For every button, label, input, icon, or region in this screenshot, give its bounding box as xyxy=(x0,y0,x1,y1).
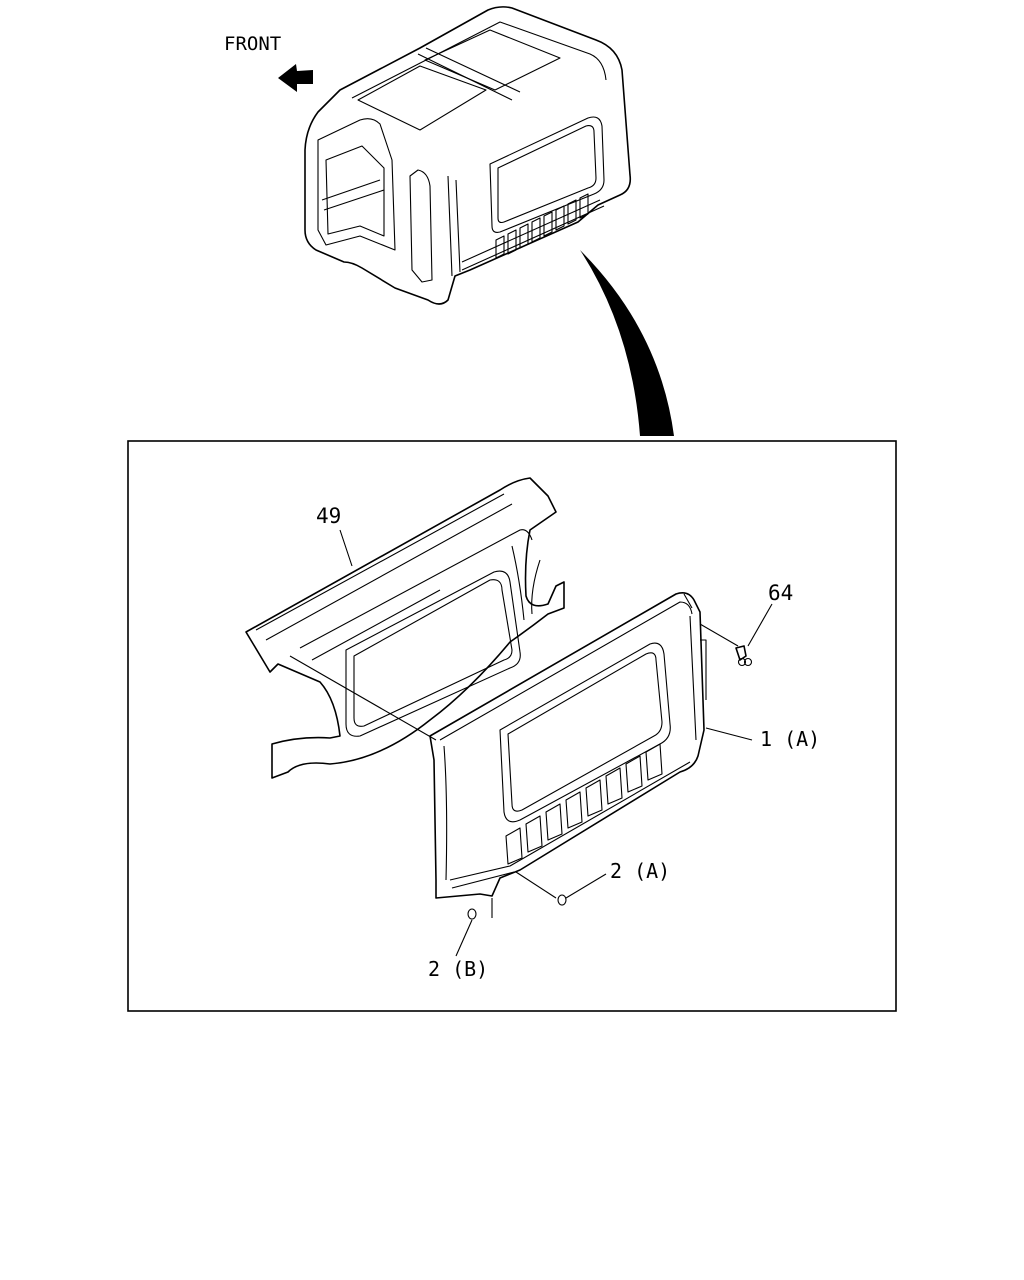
cab-window-outer xyxy=(489,116,605,233)
detail-frame xyxy=(127,440,897,1012)
panel-49-window-inner xyxy=(353,579,513,727)
panel-1a-side-edge xyxy=(443,615,697,881)
cab-overview: FRONT xyxy=(224,6,632,305)
part-2a-plug xyxy=(557,894,567,906)
panel-49-mid-rib xyxy=(299,529,533,661)
leader-49 xyxy=(339,529,353,567)
panel-1a-window-inner xyxy=(507,652,663,812)
front-opening xyxy=(317,118,396,251)
panel-49-window-outer xyxy=(345,570,521,737)
roof-rib xyxy=(417,47,521,101)
label-part-49: 49 xyxy=(316,504,341,528)
part-1a-panel xyxy=(429,592,707,899)
label-part-2b: 2 (B) xyxy=(428,957,488,981)
roof-panel xyxy=(357,65,487,131)
clip-64-ring-1 xyxy=(737,657,747,667)
part-64-clip xyxy=(699,623,753,667)
leader-1a xyxy=(705,727,753,741)
clip-64-body xyxy=(735,645,747,661)
label-part-64: 64 xyxy=(768,581,793,605)
cab-vents xyxy=(495,193,589,259)
front-crossbar xyxy=(321,179,385,211)
cab-shell-outline xyxy=(304,6,632,305)
cab-rocker xyxy=(461,199,605,271)
front-opening-inner xyxy=(325,145,385,237)
callout-wedge xyxy=(580,250,674,436)
cab-window-inner xyxy=(497,125,597,224)
front-label: FRONT xyxy=(224,33,281,55)
part-49-panel xyxy=(245,477,565,779)
panel-1a-corner xyxy=(683,593,707,700)
panel-49-top-rib xyxy=(255,493,513,641)
panel-1a-vents xyxy=(505,743,663,865)
panel-1a-top-edge xyxy=(439,601,693,741)
assembly-guide xyxy=(289,655,437,741)
leader-64 xyxy=(747,603,773,647)
panel-49-pillar xyxy=(511,545,541,621)
pillar xyxy=(409,169,433,283)
roof-panel-2 xyxy=(424,29,561,91)
roof-line xyxy=(351,21,607,99)
panel-1a-outline xyxy=(429,592,705,899)
front-arrow-icon xyxy=(278,64,313,92)
leader-2a xyxy=(565,873,607,899)
part-2b-plug xyxy=(467,908,477,920)
label-part-2a: 2 (A) xyxy=(610,859,670,883)
pillar-edge xyxy=(447,175,461,277)
label-part-1a: 1 (A) xyxy=(760,727,820,751)
panel-1a-lower-rib xyxy=(449,761,691,889)
clip-64-ring-2 xyxy=(743,657,753,667)
leader-2b xyxy=(455,919,473,957)
plug-2a-guide xyxy=(515,871,557,899)
clip-64-guide xyxy=(699,623,739,647)
panel-49-outline xyxy=(245,477,565,779)
panel-1a-window-outer xyxy=(499,642,671,823)
